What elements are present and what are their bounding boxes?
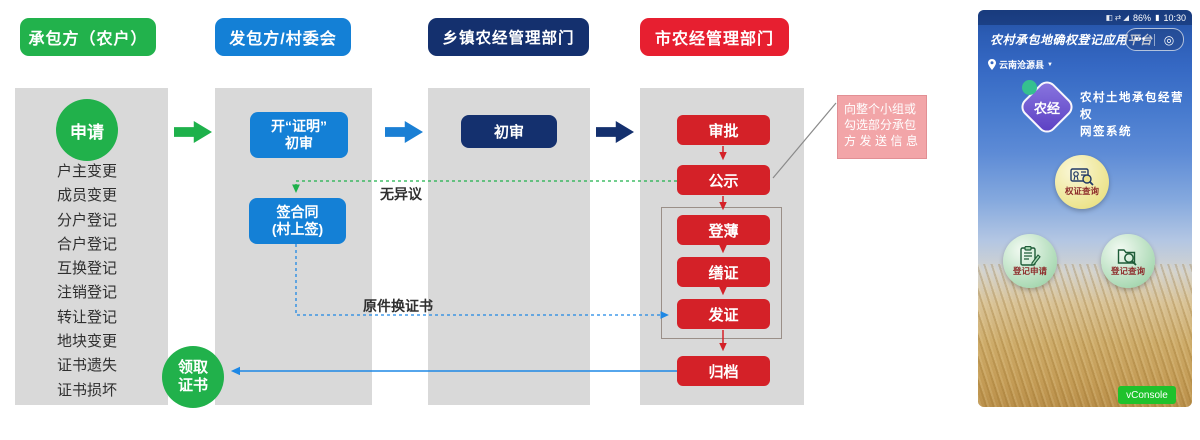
node-issue-proof-review: 开“证明” 初审 bbox=[250, 112, 348, 158]
certificate-search-icon bbox=[1070, 168, 1094, 186]
node-prepare-certificate: 缮证 bbox=[677, 257, 770, 287]
button-registration-query[interactable]: 登记查询 bbox=[1101, 234, 1155, 288]
list-item: 分户登记 bbox=[57, 211, 118, 229]
list-item: 成员变更 bbox=[57, 187, 118, 205]
capsule-divider bbox=[1154, 33, 1155, 46]
phone-title-bar: 农村承包地确权登记应用平台 ••• ◎ bbox=[978, 27, 1192, 51]
application-type-list: 户主变更 成员变更 分户登记 合户登记 互换登记 注销登记 转让登记 地块变更 … bbox=[57, 160, 117, 403]
app-logo: 农经 bbox=[1016, 76, 1078, 138]
button-registration-apply[interactable]: 登记申请 bbox=[1003, 234, 1057, 288]
location-name: 云南沧源县 bbox=[999, 60, 1045, 70]
list-item: 地块变更 bbox=[57, 333, 118, 351]
battery-icon: ▮ bbox=[1155, 13, 1160, 22]
list-item: 合户登记 bbox=[57, 235, 118, 253]
logo-text: 农经 bbox=[1033, 100, 1060, 116]
node-issue-certificate: 发证 bbox=[677, 299, 770, 329]
node-register-book: 登薄 bbox=[677, 215, 770, 245]
folder-search-icon bbox=[1117, 249, 1137, 266]
arrow-lane3-to-lane4 bbox=[596, 121, 634, 143]
node-apply: 申请 bbox=[56, 99, 118, 161]
app-title: 农村承包地确权登记应用平台 bbox=[990, 32, 1153, 47]
more-menu-icon[interactable]: ••• bbox=[1134, 33, 1146, 45]
list-item: 户主变更 bbox=[57, 163, 118, 180]
header-village-committee: 发包方/村委会 bbox=[215, 18, 351, 56]
label-original-exchange: 原件换证书 bbox=[363, 298, 433, 314]
location-pin-icon bbox=[988, 59, 996, 70]
clipboard-pencil-icon bbox=[1020, 246, 1041, 266]
status-time: 10:30 bbox=[1163, 12, 1186, 23]
header-city-dept: 市农经管理部门 bbox=[640, 18, 789, 56]
button-certificate-query[interactable]: 权证查询 bbox=[1055, 155, 1109, 209]
header-contractor: 承包方（农户） bbox=[20, 18, 156, 56]
list-item: 证书遗失 bbox=[57, 357, 118, 375]
close-target-icon[interactable]: ◎ bbox=[1163, 32, 1175, 47]
list-item: 证书损坏 bbox=[57, 381, 118, 399]
phone-status-bar: ◧ ⇄ ◢ 86% ▮ 10:30 bbox=[978, 10, 1192, 25]
node-approval: 审批 bbox=[677, 115, 770, 145]
label-no-objection: 无异议 bbox=[380, 186, 422, 202]
miniprogram-capsule[interactable]: ••• ◎ bbox=[1125, 28, 1184, 51]
vconsole-button[interactable]: vConsole bbox=[1118, 386, 1176, 404]
logo-green-dot bbox=[1022, 80, 1037, 95]
status-icons: ◧ ⇄ ◢ bbox=[1105, 13, 1130, 22]
arrow-lane1-to-lane2 bbox=[174, 121, 212, 143]
annotation-send-message: 向整个小组或 勾选部分承包 方发送信息 bbox=[837, 95, 927, 159]
app-system-name: 农村土地承包经营权 网签系统 bbox=[1080, 92, 1184, 138]
location-selector[interactable]: 云南沧源县 ▼ bbox=[988, 58, 1053, 71]
battery-percent: 86% bbox=[1133, 12, 1152, 23]
phone-screenshot: ◧ ⇄ ◢ 86% ▮ 10:30 农村承包地确权登记应用平台 ••• ◎ 云南… bbox=[978, 10, 1192, 407]
location-caret-icon: ▼ bbox=[1047, 61, 1053, 68]
node-preliminary-review: 初审 bbox=[461, 115, 557, 148]
node-receive-certificate: 领取 证书 bbox=[162, 346, 224, 408]
arrow-lane2-to-lane3 bbox=[385, 121, 423, 143]
list-item: 互换登记 bbox=[57, 260, 118, 278]
node-publicity: 公示 bbox=[677, 165, 770, 195]
list-item: 注销登记 bbox=[57, 284, 118, 302]
node-sign-contract: 签合同 (村上签) bbox=[249, 198, 346, 244]
list-item: 转让登记 bbox=[57, 308, 118, 326]
header-township-dept: 乡镇农经管理部门 bbox=[428, 18, 589, 56]
node-archive: 归档 bbox=[677, 356, 770, 386]
